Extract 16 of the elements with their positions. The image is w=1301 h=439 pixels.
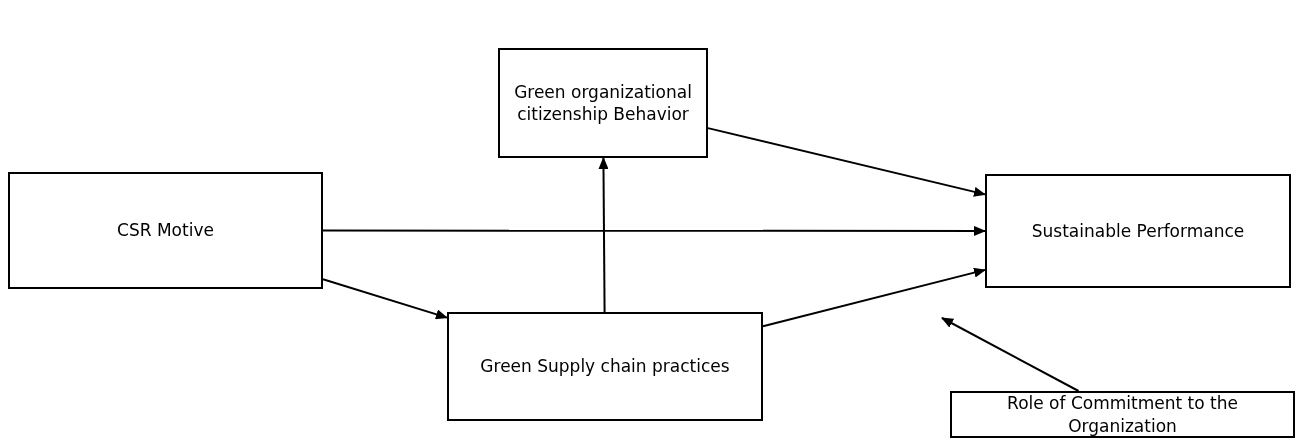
arrow bbox=[598, 157, 609, 313]
construct-label: Green Supply chain practices bbox=[480, 355, 730, 378]
construct-label: Sustainable Performance bbox=[1031, 219, 1245, 243]
construct-box bbox=[447, 312, 763, 421]
arrow bbox=[941, 317, 1080, 392]
construct-box bbox=[985, 174, 1291, 288]
construct-box bbox=[498, 48, 708, 158]
arrow bbox=[322, 225, 986, 236]
arrow bbox=[707, 127, 986, 197]
construct-box bbox=[8, 172, 323, 289]
construct-label: Green organizational citizenship Behavior bbox=[514, 80, 692, 126]
construct-label: CSR Motive bbox=[117, 219, 214, 242]
construct-box bbox=[950, 391, 1295, 438]
arrow bbox=[322, 278, 448, 320]
construct-label: Role of Commitment to the Organization bbox=[1006, 392, 1239, 437]
arrow bbox=[762, 267, 986, 328]
